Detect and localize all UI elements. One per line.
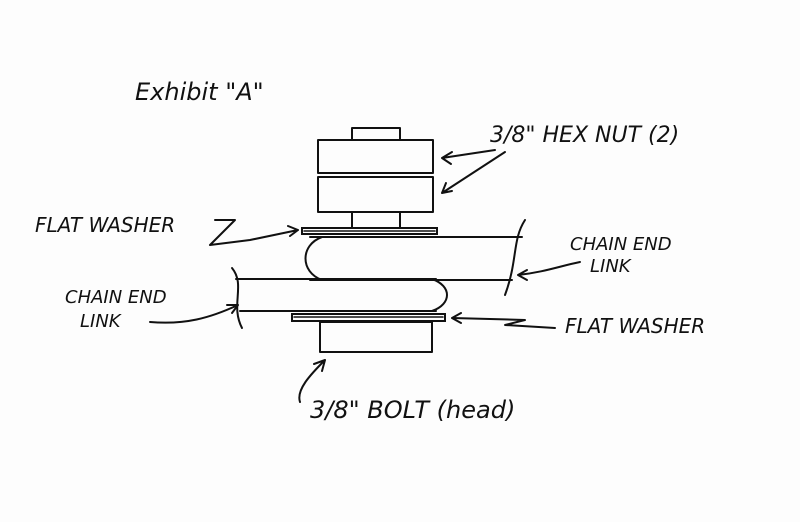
chain-end-link-left-label-line2: LINK bbox=[80, 311, 122, 332]
chain-break-left bbox=[231, 267, 243, 329]
flat-washer-top-label: FLAT WASHER bbox=[35, 213, 175, 237]
flat-washer-bottom-label: FLAT WASHER bbox=[565, 314, 705, 338]
hex-nut-lower bbox=[317, 176, 434, 213]
exhibit-title: Exhibit "A" bbox=[135, 78, 264, 106]
chain-end-link-lower bbox=[235, 278, 448, 312]
bolt-head-label: 3/8" BOLT (head) bbox=[310, 396, 515, 424]
flat-washer-top bbox=[301, 227, 438, 235]
chain-end-link-right-label-line1: CHAIN END bbox=[570, 234, 672, 255]
chain-end-link-right-label-line2: LINK bbox=[590, 256, 632, 277]
chain-end-link-left-label-line1: CHAIN END bbox=[65, 287, 167, 308]
bolt-tip bbox=[351, 127, 401, 141]
chain-break-right bbox=[504, 219, 526, 296]
bolt-head bbox=[319, 321, 433, 353]
arrow-to-bolt-head bbox=[298, 359, 326, 403]
arrow-to-upper-nut bbox=[441, 149, 496, 165]
arrow-to-lower-link bbox=[149, 304, 239, 324]
chain-end-link-upper bbox=[304, 236, 523, 281]
hex-nut-label: 3/8" HEX NUT (2) bbox=[490, 123, 679, 148]
hex-nut-upper bbox=[317, 139, 434, 174]
arrow-to-top-washer bbox=[209, 219, 299, 246]
arrow-to-bottom-washer bbox=[451, 312, 556, 329]
arrow-to-upper-link bbox=[517, 261, 581, 281]
arrow-to-lower-nut bbox=[441, 151, 506, 194]
